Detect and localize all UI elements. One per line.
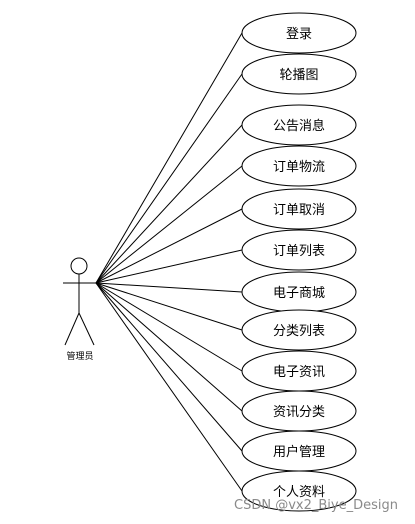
use-case-label: 公告消息 [273, 118, 325, 134]
use-case-list: 登录轮播图公告消息订单物流订单取消订单列表电子商城分类列表电子资讯资讯分类用户管… [241, 12, 357, 512]
association-line-category-list [95, 282, 243, 331]
use-case-order-list: 订单列表 [241, 229, 357, 271]
use-case-label: 电子资讯 [273, 365, 325, 380]
association-line-e-mall [95, 282, 243, 293]
use-case-label: 分类列表 [273, 324, 325, 339]
use-case-ellipse [241, 53, 357, 95]
actor-leg-right [78, 312, 95, 346]
use-case-profile: 个人资料 [241, 470, 357, 512]
association-line-order-cancel [95, 208, 243, 284]
use-case-ellipse [241, 470, 357, 512]
use-case-e-news: 电子资讯 [241, 350, 357, 392]
actor-leg-left [64, 312, 80, 346]
actor-label: 管理员 [66, 350, 93, 362]
actor-admin [63, 257, 96, 346]
association-line-order-logistics [95, 165, 243, 284]
association-line-announcement [95, 124, 243, 284]
use-case-e-mall: 电子商城 [241, 271, 357, 313]
use-case-label: 订单列表 [273, 244, 325, 259]
use-case-label: 个人资料 [273, 485, 325, 500]
use-case-label: 轮播图 [279, 68, 318, 83]
association-line-login [95, 32, 243, 284]
use-case-announcement: 公告消息 [241, 104, 357, 146]
use-case-news-category: 资讯分类 [241, 390, 357, 432]
use-case-label: 电子商城 [273, 286, 325, 301]
association-line-profile [95, 282, 243, 492]
association-line-e-news [95, 282, 243, 372]
association-line-carousel [95, 73, 243, 284]
actor-head-icon [70, 257, 88, 275]
association-line-order-list [95, 249, 243, 284]
association-line-user-management [95, 282, 243, 452]
use-case-label: 资讯分类 [273, 405, 325, 420]
watermark: CSDN @vx2_Biye_Design [234, 498, 398, 513]
use-case-login: 登录 [241, 12, 357, 54]
use-case-ellipse [241, 229, 357, 271]
association-lines [95, 32, 243, 492]
use-case-label: 订单取消 [273, 203, 325, 218]
use-case-label: 登录 [286, 27, 312, 42]
use-case-ellipse [241, 104, 357, 146]
use-case-ellipse [241, 309, 357, 351]
use-case-ellipse [241, 188, 357, 230]
use-case-category-list: 分类列表 [241, 309, 357, 351]
use-case-carousel: 轮播图 [241, 53, 357, 95]
use-case-label: 订单物流 [273, 160, 325, 175]
association-line-news-category [95, 282, 243, 412]
use-case-order-logistics: 订单物流 [241, 145, 357, 187]
use-case-ellipse [241, 12, 357, 54]
use-case-label: 用户管理 [273, 444, 325, 460]
use-case-order-cancel: 订单取消 [241, 188, 357, 230]
use-case-user-management: 用户管理 [241, 430, 357, 472]
use-case-ellipse [241, 145, 357, 187]
